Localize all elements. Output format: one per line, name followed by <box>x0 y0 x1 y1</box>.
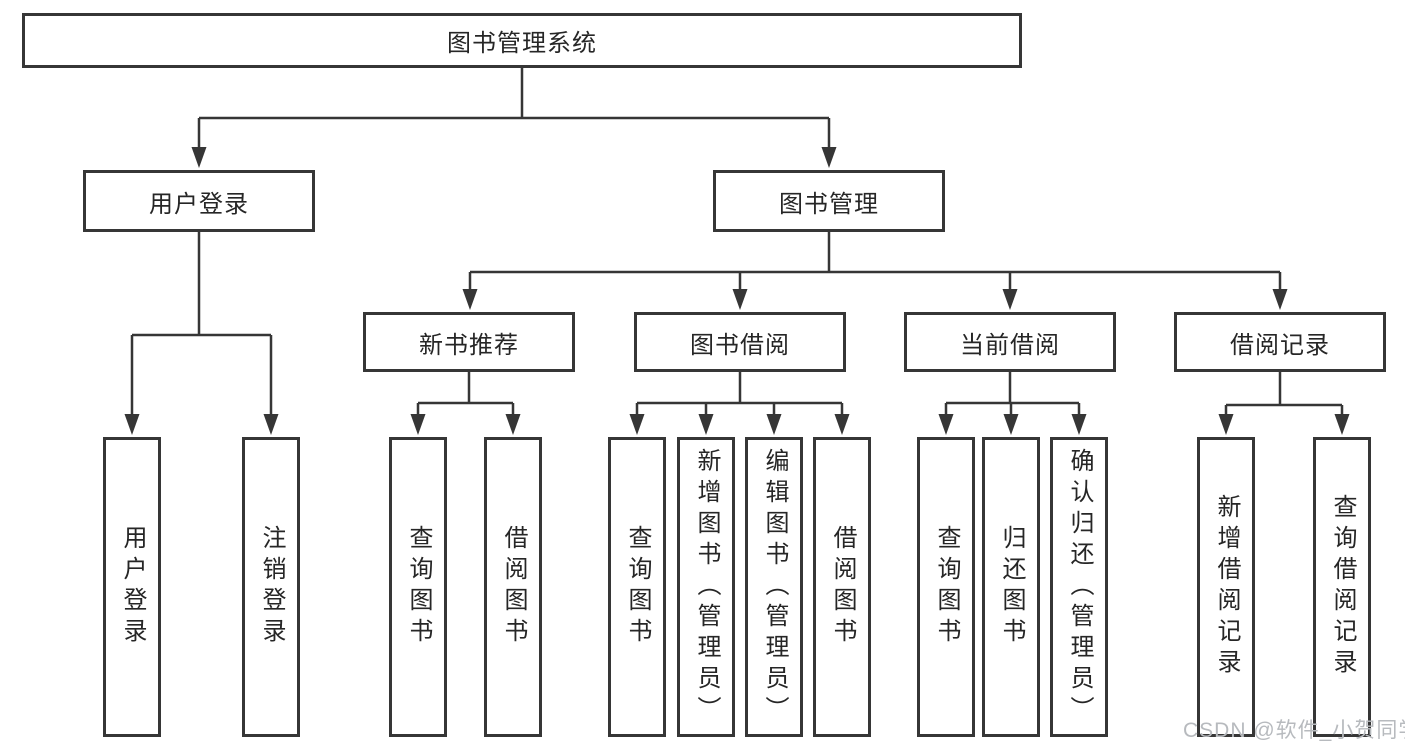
connector-new-book-children <box>416 372 515 416</box>
node-borrowing-records-label: 借阅记录 <box>1230 331 1330 359</box>
leaf-add-borrow-record-label: 新增借阅记录 <box>1213 494 1240 680</box>
leaf-add-books-admin-label: 新增图书（管理员） <box>693 447 720 727</box>
leaf-confirm-return-admin: 确认归还（管理员） <box>1050 437 1108 737</box>
connector-records-children <box>1224 372 1344 416</box>
leaf-borrow-books-label: 借阅图书 <box>829 525 856 649</box>
node-user-login: 用户登录 <box>83 170 315 232</box>
node-book-borrowing: 图书借阅 <box>634 312 846 372</box>
leaf-edit-books-admin-label: 编辑图书（管理员） <box>761 447 788 727</box>
leaf-borrow-books-recommend-label: 借阅图书 <box>500 525 527 649</box>
csdn-watermark: CSDN @软件_小贺同学 <box>1183 719 1405 742</box>
connector-root-to-level2 <box>197 68 831 150</box>
leaf-query-books-borrow: 查询图书 <box>608 437 666 737</box>
connector-current-borrow-children <box>944 372 1081 416</box>
root-node-label: 图书管理系统 <box>447 30 597 57</box>
leaf-query-books-recommend: 查询图书 <box>389 437 447 737</box>
leaf-logout: 注销登录 <box>242 437 300 737</box>
connector-book-mgmt-sections <box>468 232 1282 292</box>
node-new-book-recommend-label: 新书推荐 <box>419 331 519 359</box>
node-current-borrowing-label: 当前借阅 <box>960 331 1060 359</box>
leaf-query-borrow-record-label: 查询借阅记录 <box>1329 494 1356 680</box>
leaf-borrow-books: 借阅图书 <box>813 437 871 737</box>
leaf-borrow-books-recommend: 借阅图书 <box>484 437 542 737</box>
node-new-book-recommend: 新书推荐 <box>363 312 575 372</box>
leaf-add-books-admin: 新增图书（管理员） <box>677 437 735 737</box>
leaf-logout-label: 注销登录 <box>258 525 285 649</box>
leaf-user-login: 用户登录 <box>103 437 161 737</box>
node-book-borrowing-label: 图书借阅 <box>690 331 790 359</box>
leaf-return-books: 归还图书 <box>982 437 1040 737</box>
leaf-edit-books-admin: 编辑图书（管理员） <box>745 437 803 737</box>
leaf-add-borrow-record: 新增借阅记录 <box>1197 437 1255 737</box>
leaf-query-borrow-record: 查询借阅记录 <box>1313 437 1371 737</box>
leaf-confirm-return-admin-label: 确认归还（管理员） <box>1066 447 1093 727</box>
leaf-user-login-label: 用户登录 <box>119 525 146 649</box>
connector-user-login-children <box>130 232 273 416</box>
node-user-login-label: 用户登录 <box>149 190 249 218</box>
node-current-borrowing: 当前借阅 <box>904 312 1116 372</box>
connector-book-borrow-children <box>635 372 844 416</box>
node-book-management: 图书管理 <box>713 170 945 232</box>
node-borrowing-records: 借阅记录 <box>1174 312 1386 372</box>
leaf-query-books-borrow-label: 查询图书 <box>624 525 651 649</box>
leaf-query-books-current: 查询图书 <box>917 437 975 737</box>
leaf-query-books-current-label: 查询图书 <box>933 525 960 649</box>
root-node-library-system: 图书管理系统 <box>22 13 1022 68</box>
leaf-query-books-recommend-label: 查询图书 <box>405 525 432 649</box>
leaf-return-books-label: 归还图书 <box>998 525 1025 649</box>
node-book-management-label: 图书管理 <box>779 190 879 218</box>
